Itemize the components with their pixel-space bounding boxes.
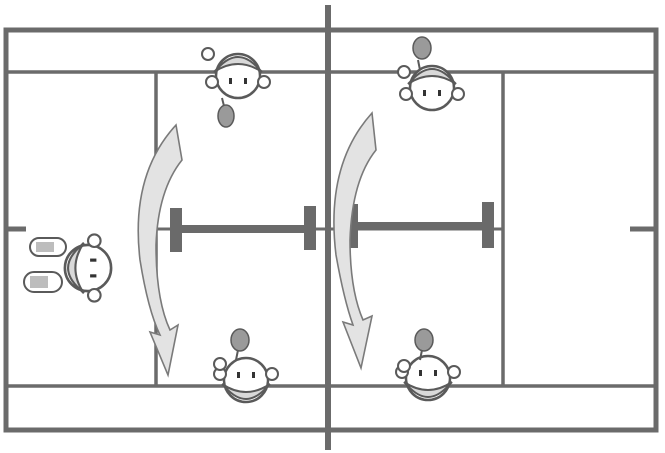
- racket-icon: [412, 36, 432, 60]
- player-right-top: [397, 36, 466, 112]
- net-bar-right-end-b: [482, 202, 494, 248]
- racket-handle: [419, 349, 423, 361]
- player-left-bottom: [212, 328, 280, 404]
- court-lines: [3, 5, 659, 450]
- player-left-top: [201, 47, 272, 128]
- hand-icon: [213, 357, 227, 371]
- racket-icon: [217, 104, 235, 128]
- player-left-outside: [23, 233, 113, 303]
- net-bar-left-shaft: [172, 225, 312, 233]
- net-bar-left-end-a: [170, 208, 182, 252]
- racket-handle: [417, 59, 421, 71]
- net-bar-right: [346, 202, 494, 248]
- shoe-icon: [29, 237, 67, 257]
- net-bar-left: [170, 206, 316, 252]
- rotation-arrow-left: [137, 123, 183, 378]
- racket-icon: [230, 328, 250, 352]
- racket-handle: [235, 349, 239, 361]
- player-right-bottom: [394, 328, 462, 402]
- hand-icon: [397, 65, 411, 79]
- net-bar-right-shaft: [348, 222, 488, 230]
- net-bar-left-end-b: [304, 206, 316, 250]
- rotation-arrow-right: [333, 111, 377, 371]
- hand-icon: [201, 47, 215, 61]
- hand-icon: [397, 359, 411, 373]
- racket-icon: [414, 328, 434, 352]
- shoe-icon: [23, 271, 63, 293]
